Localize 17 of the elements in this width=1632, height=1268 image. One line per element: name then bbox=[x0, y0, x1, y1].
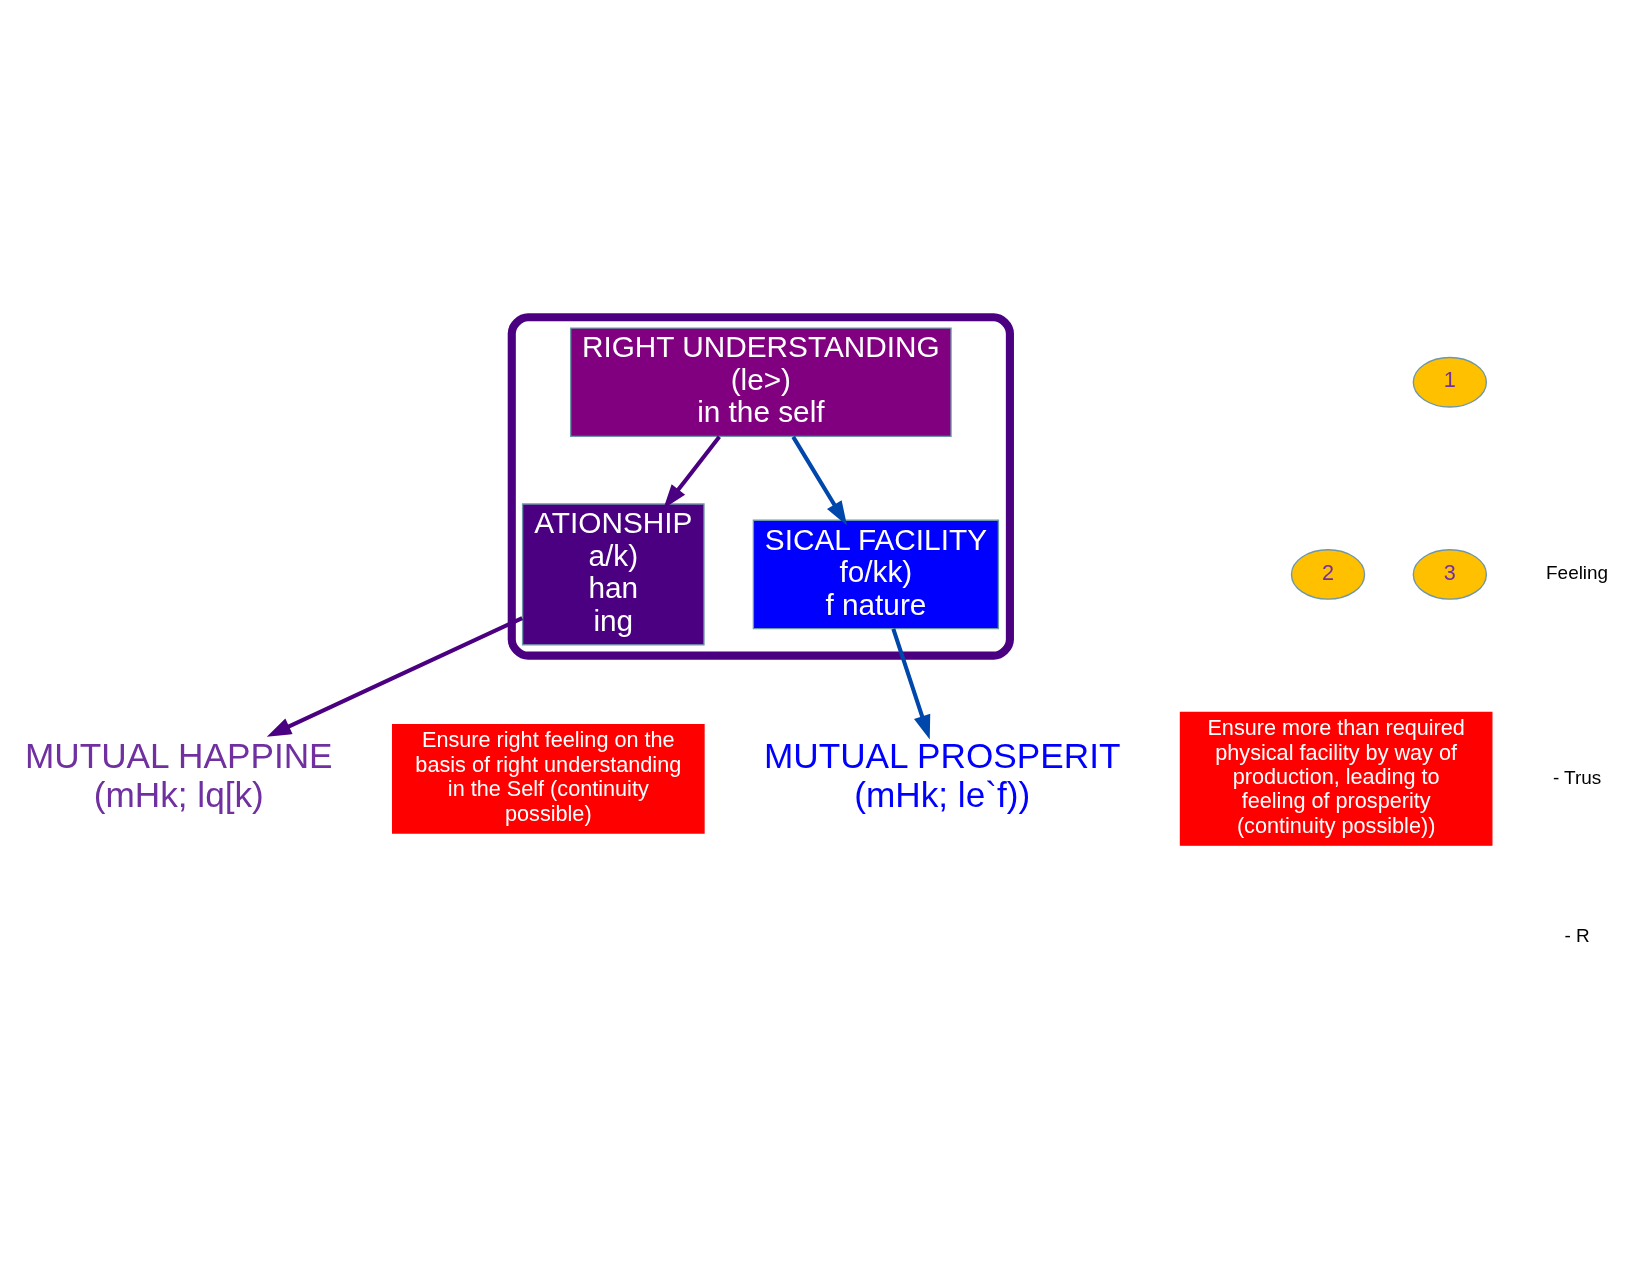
node-text: MUTUAL HAPPINE (mHk; lq[k) bbox=[24, 735, 333, 814]
node-ellipse: 1 bbox=[1412, 356, 1488, 408]
arrow bbox=[791, 435, 847, 526]
node-box: Ensure right feeling on the basis of right understanding in the Self (continuity possible) bbox=[391, 724, 705, 834]
label: - Trus bbox=[1552, 766, 1602, 788]
node-ellipse: 3 bbox=[1412, 549, 1488, 600]
node-box: ATIONSHIP a/k) han ing bbox=[521, 503, 705, 646]
node-text: MUTUAL PROSPERIT (mHk; le`f)) bbox=[763, 735, 1121, 814]
arrow bbox=[891, 628, 931, 740]
arrow bbox=[266, 616, 524, 737]
label: - R bbox=[1564, 925, 1590, 947]
label: Feeling bbox=[1546, 562, 1609, 584]
node-box: Ensure more than required physical facility by way of production, leading to feeling of prosperity (continuity possible)) bbox=[1179, 711, 1493, 846]
node-box: SICAL FACILITY fo/kk) f nature bbox=[752, 519, 1000, 630]
node-box: RIGHT UNDERSTANDING (le>) in the self bbox=[569, 327, 952, 438]
cluster bbox=[507, 313, 1014, 660]
node-ellipse: 2 bbox=[1290, 549, 1366, 600]
